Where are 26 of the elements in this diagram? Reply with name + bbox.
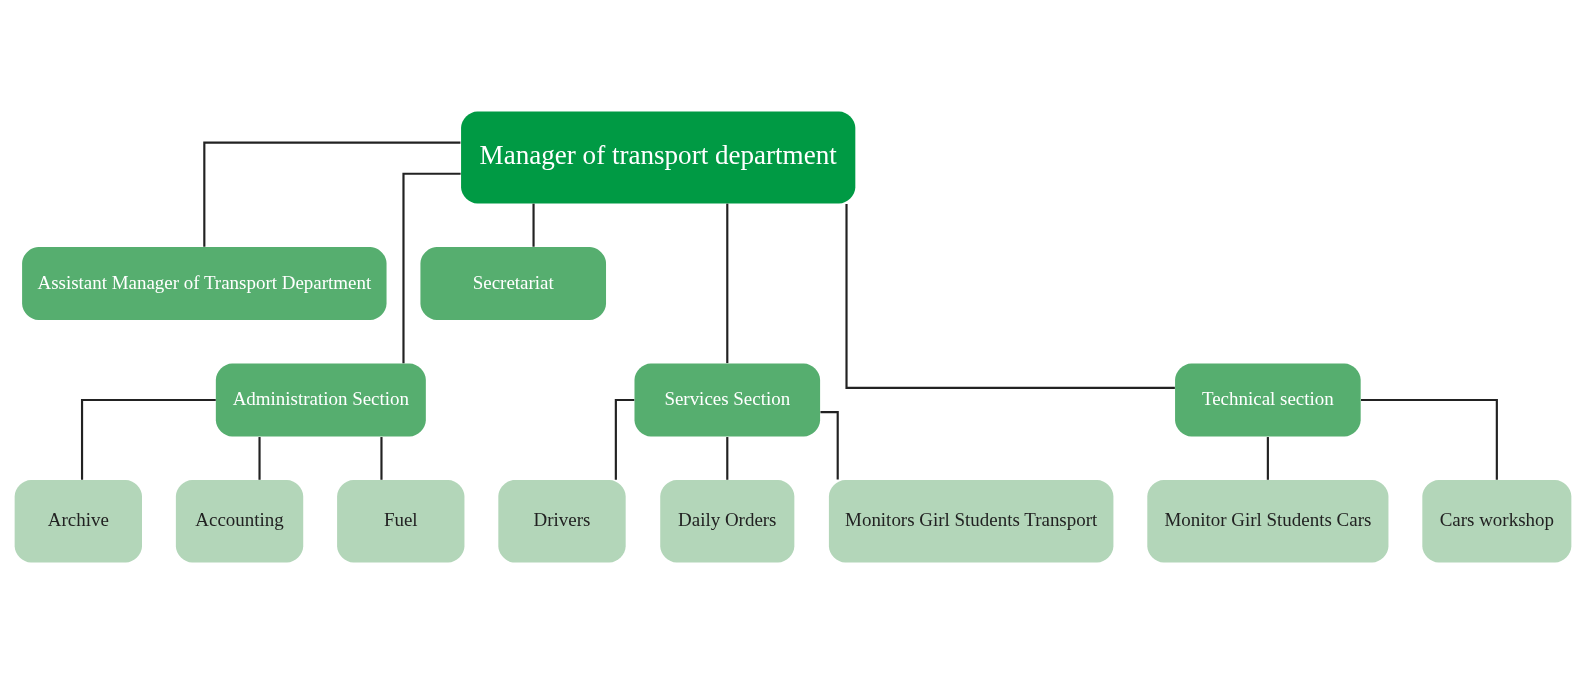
connector <box>726 203 729 363</box>
connector <box>1266 436 1269 480</box>
connector <box>820 410 839 479</box>
node-box: Daily Orders <box>660 479 795 563</box>
node-box: Fuel <box>337 479 465 563</box>
connector <box>258 436 261 480</box>
connector <box>532 203 535 247</box>
connector <box>80 398 216 480</box>
node-box: Manager of transport department <box>461 110 856 204</box>
node-box: Cars workshop <box>1422 479 1572 563</box>
node-box: Assistant Manager of Transport Department <box>22 246 387 320</box>
connector <box>1361 398 1498 480</box>
connector <box>845 203 1175 389</box>
node-box: Services Section <box>634 362 821 437</box>
node-box: Archive <box>14 479 142 563</box>
node-box: Monitors Girl Students Transport <box>828 479 1114 563</box>
connector <box>402 172 461 363</box>
connector <box>203 141 461 247</box>
connector <box>726 436 729 480</box>
node-box: Drivers <box>498 479 626 563</box>
node-box: Secretariat <box>420 246 607 320</box>
node-box: Accounting <box>175 479 304 563</box>
node-box: Technical section <box>1175 362 1361 437</box>
connector <box>380 436 383 480</box>
node-box: Monitor Girl Students Cars <box>1147 479 1389 563</box>
node-box: Administration Section <box>215 362 426 437</box>
